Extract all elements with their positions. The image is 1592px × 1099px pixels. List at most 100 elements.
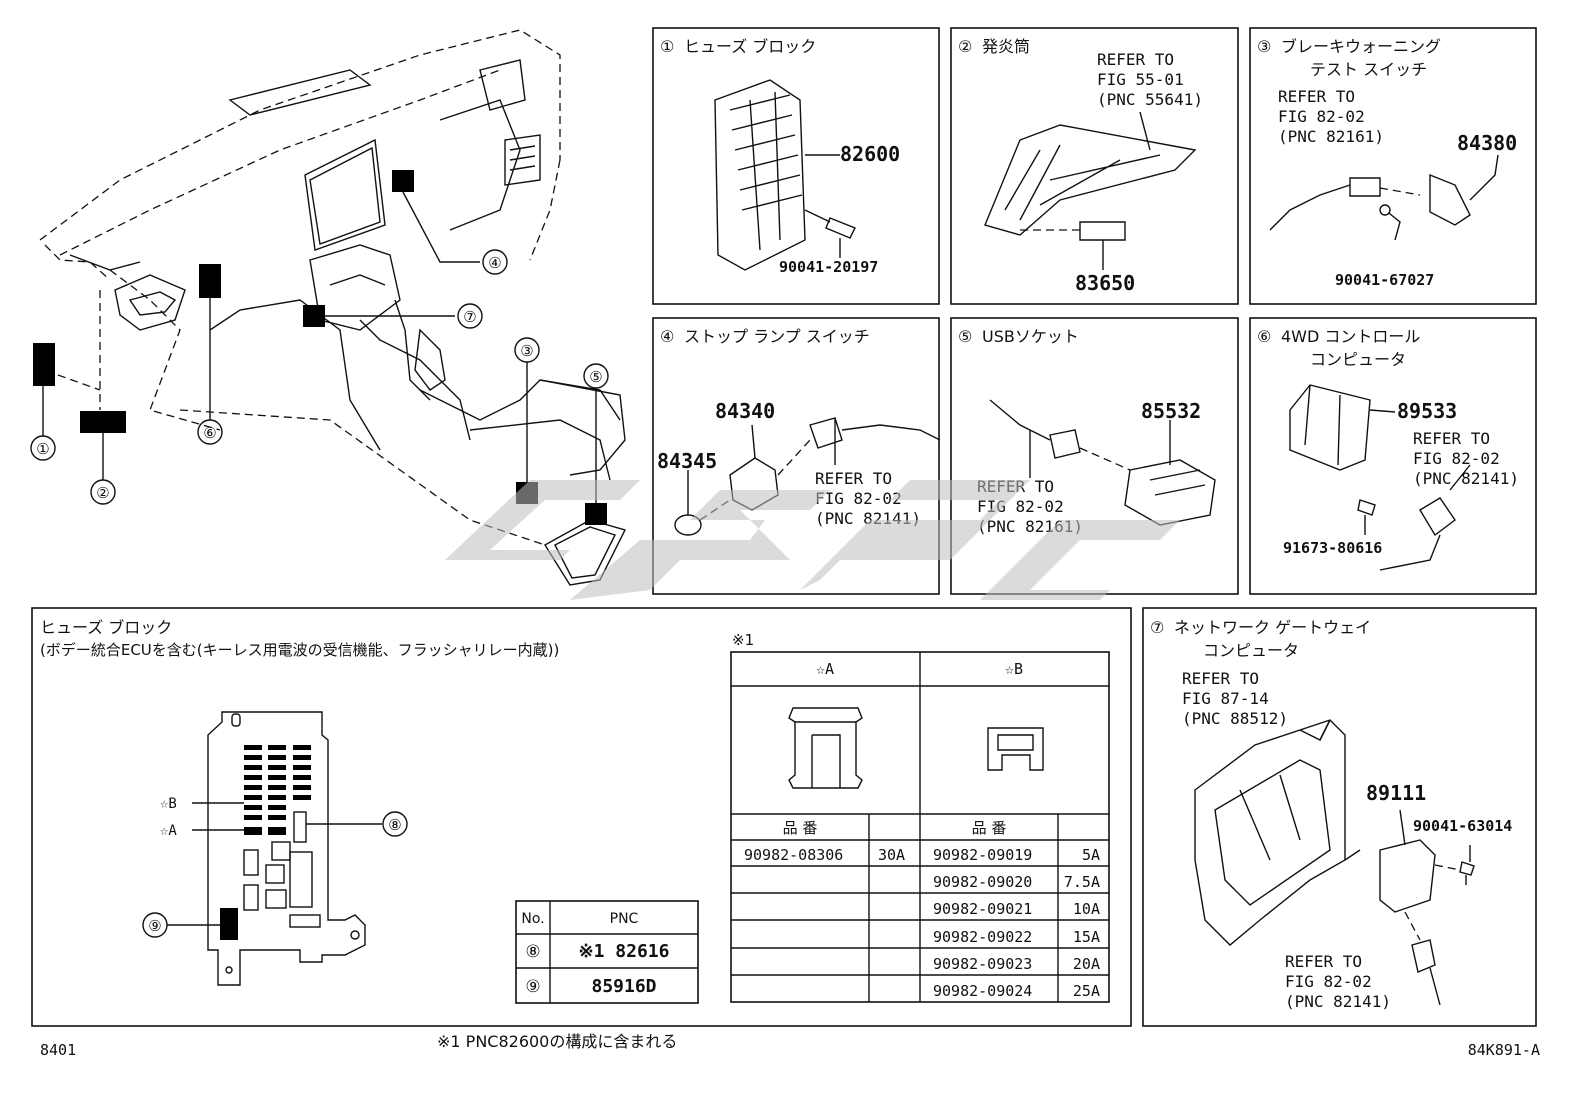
panel2-title: 発炎筒 xyxy=(982,37,1030,56)
panel4-refer-1: REFER TO xyxy=(815,469,892,488)
fuse-table-part-header-b: 品 番 xyxy=(972,819,1007,837)
panel-flare xyxy=(950,27,1239,305)
callout-9-label: ⑨ xyxy=(148,917,161,935)
footer-left: 8401 xyxy=(40,1041,76,1059)
panel3-index: ③ xyxy=(1257,37,1271,56)
pnc-table xyxy=(515,900,699,1004)
pnc-row-pnc: 85916D xyxy=(591,976,656,997)
panel2-refer-2: FIG 55-01 xyxy=(1097,70,1184,89)
fuse-b-amp: 25A xyxy=(1073,982,1100,1000)
part-90041-67027: 90041-67027 xyxy=(1335,271,1434,289)
fuse-b-part: 90982-09024 xyxy=(933,982,1032,1000)
panel1-title: ヒューズ ブロック xyxy=(684,37,816,56)
panel6-refer-1: REFER TO xyxy=(1413,429,1490,448)
fuse-b-part: 90982-09021 xyxy=(933,900,1032,918)
panel-brake-warning xyxy=(1249,27,1537,305)
part-85532: 85532 xyxy=(1141,399,1201,423)
panel5-title: USBソケット xyxy=(982,327,1079,346)
panel3-title1: ブレーキウォーニング xyxy=(1281,37,1441,56)
part-84380: 84380 xyxy=(1457,131,1517,155)
panel4-title: ストップ ランプ スイッチ xyxy=(684,327,870,346)
panel-4wd-computer xyxy=(1249,317,1537,595)
panel6-index: ⑥ xyxy=(1257,327,1271,346)
panel4-index: ④ xyxy=(660,327,674,346)
fuse-b-amp: 15A xyxy=(1073,928,1100,946)
panel-usb-socket xyxy=(950,317,1239,595)
dashboard-illustration xyxy=(30,29,627,586)
panel-fuse-block xyxy=(652,27,940,305)
pnc-row-no: ⑨ xyxy=(525,977,540,997)
panel-stop-lamp xyxy=(652,317,940,595)
fuse-table-col-b: ☆B xyxy=(1005,660,1023,678)
fuse-block-subtitle: (ボデー統合ECUを含む(キーレス用電波の受信機能、フラッシャリレー内蔵)) xyxy=(40,641,559,659)
panel1-index: ① xyxy=(660,37,674,56)
panel3-refer-3: (PNC 82161) xyxy=(1278,127,1384,146)
callout-6-label: ⑥ xyxy=(203,424,216,442)
fuse-table-note-mark: ※1 xyxy=(732,631,754,649)
brake-switch-drawing xyxy=(1269,154,1499,241)
panel7-title1: ネットワーク ゲートウェイ xyxy=(1174,618,1371,637)
panel7-refer-top-3: (PNC 88512) xyxy=(1182,709,1288,728)
panel6-refer-3: (PNC 82141) xyxy=(1413,469,1519,488)
panel7-refer-top-2: FIG 87-14 xyxy=(1182,689,1269,708)
fuse-table xyxy=(730,651,1110,1003)
part-89111: 89111 xyxy=(1366,781,1426,805)
part-91673-80616: 91673-80616 xyxy=(1283,539,1382,557)
panel7-index: ⑦ xyxy=(1150,618,1164,637)
fuse-block-drawing xyxy=(714,79,856,271)
panel3-title2: テスト スイッチ xyxy=(1310,60,1427,79)
part-82600: 82600 xyxy=(840,142,900,166)
callout-2-label: ② xyxy=(96,484,109,502)
panel6-title2: コンピュータ xyxy=(1310,350,1406,369)
fuse-b-amp: 5A xyxy=(1082,846,1100,864)
callout-5-label: ⑤ xyxy=(589,368,602,386)
fuse-block-diagram xyxy=(142,711,408,986)
callout-1-label: ① xyxy=(36,440,49,458)
pnc-header-pnc: PNC xyxy=(610,911,639,927)
fuse-b-amp: 10A xyxy=(1073,900,1100,918)
panel2-index: ② xyxy=(958,37,972,56)
fuse-a-amp: 30A xyxy=(878,846,905,864)
fuse-a-part: 90982-08306 xyxy=(744,846,843,864)
footer-right: 84K891-A xyxy=(1468,1041,1540,1059)
panel4-refer-2: FIG 82-02 xyxy=(815,489,902,508)
panel2-refer-1: REFER TO xyxy=(1097,50,1174,69)
part-84345: 84345 xyxy=(657,449,717,473)
panel7-refer-top-1: REFER TO xyxy=(1182,669,1259,688)
gateway-bracket-drawing xyxy=(1194,719,1475,1006)
part-84340: 84340 xyxy=(715,399,775,423)
part-89533: 89533 xyxy=(1397,399,1457,423)
fuse-b-part: 90982-09023 xyxy=(933,955,1032,973)
fuse-table-part-header-a: 品 番 xyxy=(783,819,818,837)
pnc-row-no: ⑧ xyxy=(525,942,540,962)
callout-3-label: ③ xyxy=(520,342,533,360)
panel7-refer-bottom-3: (PNC 82141) xyxy=(1285,992,1391,1011)
callout-7-label: ⑦ xyxy=(463,308,476,326)
fuse-block-detail-box xyxy=(31,607,1132,1027)
fuse-block-title: ヒューズ ブロック xyxy=(40,618,172,637)
usb-socket-drawing xyxy=(989,399,1216,526)
panel7-title2: コンピュータ xyxy=(1203,641,1299,660)
glovebox-drawing xyxy=(984,111,1197,270)
fuse-b-part: 90982-09022 xyxy=(933,928,1032,946)
fuse-b-amp: 20A xyxy=(1073,955,1100,973)
part-90041-63014: 90041-63014 xyxy=(1413,817,1512,835)
part-83650: 83650 xyxy=(1075,271,1135,295)
footer-note: ※1 PNC82600の構成に含まれる xyxy=(437,1032,677,1051)
fuse-label-b: ☆B xyxy=(160,796,177,812)
panel2-refer-3: (PNC 55641) xyxy=(1097,90,1203,109)
panel3-refer-1: REFER TO xyxy=(1278,87,1355,106)
pnc-row-pnc: ※1 82616 xyxy=(579,941,670,962)
panel6-title1: 4WD コントロール xyxy=(1281,327,1420,346)
panel6-refer-2: FIG 82-02 xyxy=(1413,449,1500,468)
watermark-logo xyxy=(445,480,1180,600)
fuse-b-part: 90982-09019 xyxy=(933,846,1032,864)
panel5-index: ⑤ xyxy=(958,327,972,346)
panel3-refer-2: FIG 82-02 xyxy=(1278,107,1365,126)
fuse-label-a: ☆A xyxy=(160,823,177,839)
fuse-table-col-a: ☆A xyxy=(816,660,834,678)
callout-4-label: ④ xyxy=(488,254,501,272)
panel7-refer-bottom-2: FIG 82-02 xyxy=(1285,972,1372,991)
part-90041-20197: 90041-20197 xyxy=(779,258,878,276)
fuse-b-amp: 7.5A xyxy=(1064,873,1100,891)
